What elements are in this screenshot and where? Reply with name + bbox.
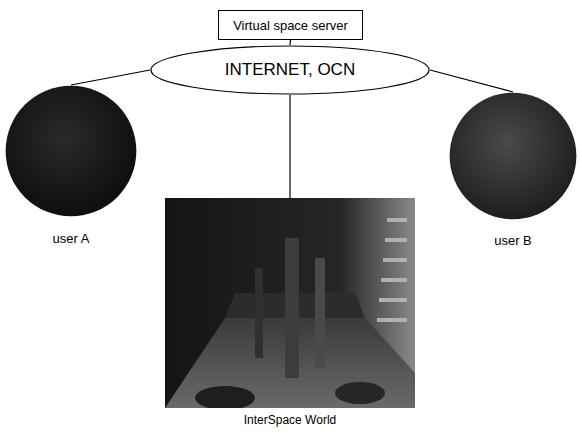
user-circle: user A — [5, 85, 137, 246]
node-label: Virtual space server — [233, 18, 348, 33]
network-ellipse: INTERNET, OCN — [150, 45, 430, 95]
virtual-world-screenshot — [165, 198, 415, 408]
user-circle: user B — [449, 92, 577, 248]
photo-circle — [449, 92, 577, 220]
network-link — [289, 95, 290, 198]
server-box: Virtual space server — [218, 10, 363, 40]
node-label: user B — [494, 233, 532, 248]
network-link — [71, 70, 150, 85]
node-label: user A — [53, 231, 90, 246]
photo-circle — [5, 85, 137, 217]
screen-frame — [165, 198, 415, 408]
user-photo — [449, 92, 577, 220]
user-photo — [5, 85, 137, 217]
world-screen: InterSpace World — [165, 198, 415, 427]
network-link — [430, 70, 513, 92]
network-link — [289, 40, 291, 45]
node-label: InterSpace World — [244, 413, 337, 427]
node-label: INTERNET, OCN — [225, 60, 355, 80]
